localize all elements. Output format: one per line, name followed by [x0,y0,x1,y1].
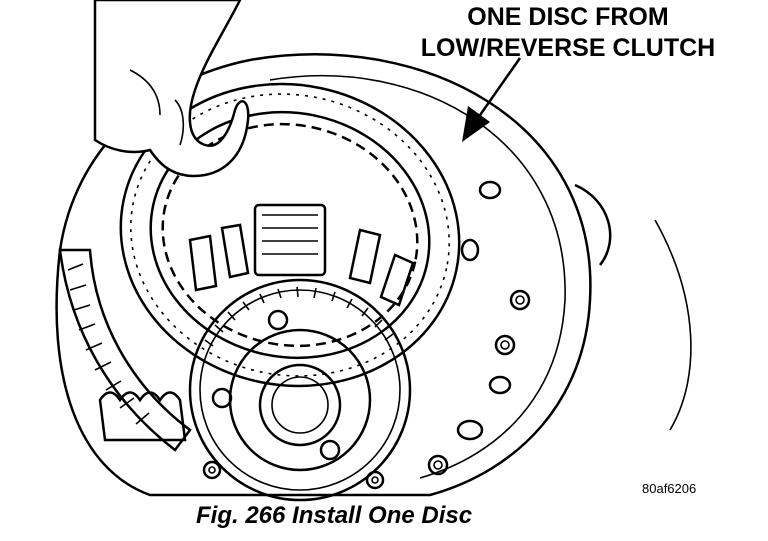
transmission-case [55,53,692,497]
callout-line-2: LOW/REVERSE CLUTCH [420,34,716,62]
callout-arrow [462,57,522,142]
callout-line-1: ONE DISC FROM [467,3,669,31]
figure-id: 80af6206 [642,481,697,496]
hub-assembly [188,203,415,502]
hand [93,0,250,178]
callout-label: ONE DISC FROM LOW/REVERSE CLUTCH [388,2,748,64]
figure-caption: Fig. 266 Install One Disc [196,502,473,529]
clutch-disc [119,82,461,388]
